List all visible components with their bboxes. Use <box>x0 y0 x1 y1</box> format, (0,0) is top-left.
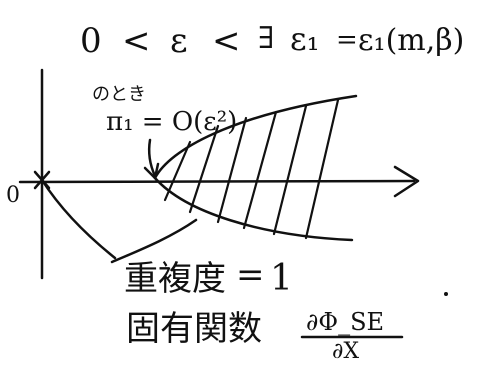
eigenfunction-numerator: ∂Φ_SE <box>306 308 384 336</box>
hatch-line <box>188 124 220 214</box>
stray-dot <box>444 292 448 296</box>
hatch-line <box>272 104 308 236</box>
hatch-line <box>242 110 278 230</box>
horizontal-axis-arrowhead <box>393 165 420 198</box>
multiplicity-value: 1 <box>270 258 293 299</box>
condition-function-call: ε₁(m,β) <box>358 23 464 58</box>
multiplicity-equals: = <box>236 255 265 295</box>
hatch-line <box>216 116 248 224</box>
multiplicity-label: 重複度 <box>124 259 226 299</box>
region-upper-boundary <box>153 94 358 180</box>
note-no-toki: のとき <box>92 84 146 105</box>
eigenfunction-denominator: ∂X <box>332 339 359 360</box>
eigenfunction-label: 固有関数 <box>126 309 262 349</box>
region-hatching <box>163 98 340 240</box>
condition-epsilon-1: ε₁ <box>290 20 319 58</box>
condition-less-than-1: < <box>122 21 151 61</box>
condition-equals: = <box>336 25 358 55</box>
hatch-line <box>304 98 340 240</box>
multiplicity-pointer <box>110 218 198 264</box>
origin-descending-curve <box>40 178 117 260</box>
region-lower-boundary <box>153 176 354 242</box>
origin-label: 0 <box>6 183 20 208</box>
condition-less-than-2: < <box>212 21 241 61</box>
horizontal-axis <box>18 179 416 184</box>
condition-epsilon: ε <box>170 21 188 61</box>
condition-zero: 0 <box>80 21 102 61</box>
hatch-line <box>163 140 192 202</box>
condition-exists: ∃ <box>258 21 274 56</box>
note-arrow <box>147 138 157 178</box>
